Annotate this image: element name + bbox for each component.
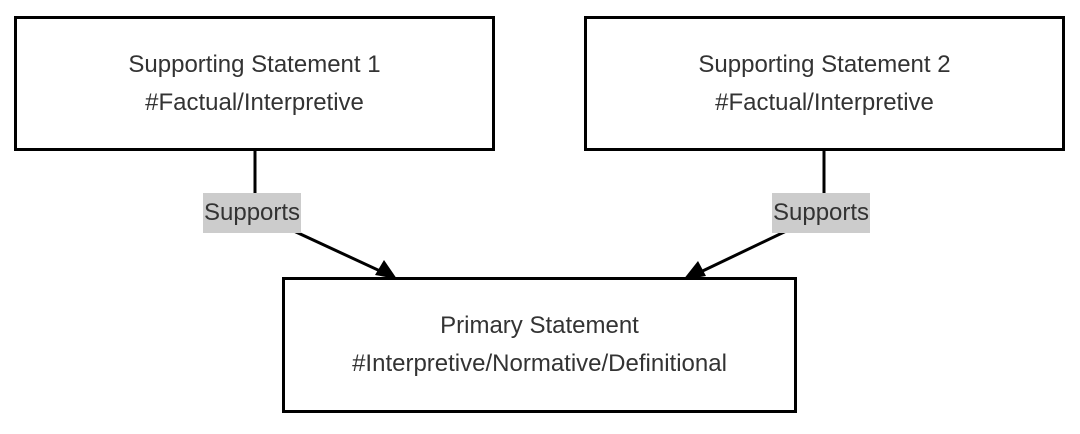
arrowhead-icon (375, 260, 397, 279)
node-title: Supporting Statement 2 (698, 50, 951, 78)
node-tag: #Factual/Interpretive (715, 88, 934, 116)
node-tag: #Factual/Interpretive (145, 88, 364, 116)
node-title: Supporting Statement 1 (128, 50, 381, 78)
supporting-statement-2-node[interactable]: Supporting Statement 2 #Factual/Interpre… (584, 16, 1065, 151)
primary-statement-node[interactable]: Primary Statement #Interpretive/Normativ… (282, 277, 797, 413)
arrowhead-icon (683, 261, 706, 280)
edge-label-supports: Supports (772, 193, 871, 233)
edge-label-supports: Supports (203, 193, 302, 233)
node-tag: #Interpretive/Normative/Definitional (352, 350, 727, 377)
supporting-statement-1-node[interactable]: Supporting Statement 1 #Factual/Interpre… (14, 16, 495, 151)
node-title: Primary Statement (440, 312, 639, 339)
